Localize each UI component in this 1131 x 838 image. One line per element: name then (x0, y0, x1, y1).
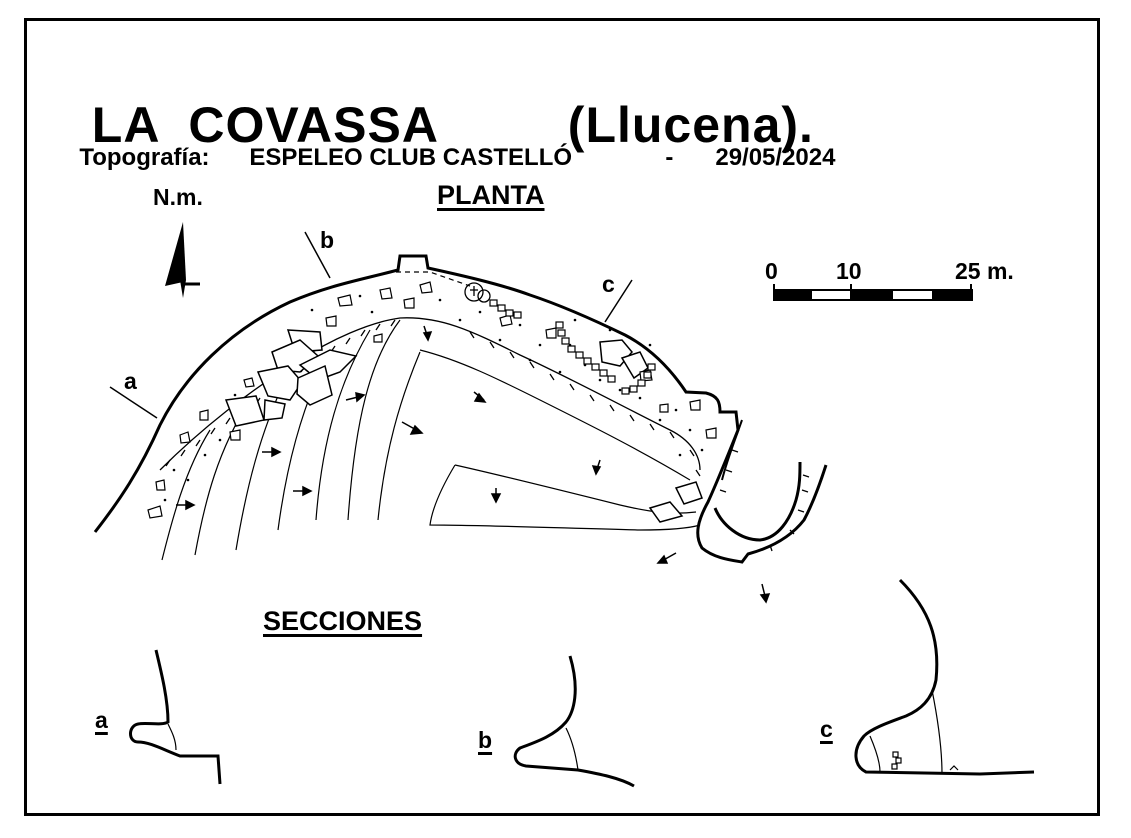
boulders (224, 329, 703, 523)
plan-heading: PLANTA (437, 180, 545, 210)
survey-date: 29/05/2024 (715, 144, 836, 171)
cave-title: LA COVASSA (62, 38, 439, 154)
section-b-profile (513, 655, 635, 788)
plan-marker-a: a (124, 368, 137, 394)
section-c-profile (854, 578, 1035, 776)
north-arrow-icon (165, 222, 200, 298)
plan-marker-c: c (602, 271, 615, 297)
north-label: N.m. (153, 184, 203, 210)
scale-label-0: 0 (765, 258, 778, 284)
slope-arrows (176, 325, 771, 604)
scale-bar (773, 284, 973, 301)
stone-walls (489, 299, 656, 395)
survey-credit: Topografía: (66, 116, 210, 172)
credit-separator: - (665, 144, 674, 171)
section-label-b: b (478, 727, 493, 753)
section-label-a: a (95, 707, 108, 733)
club-name: ESPELEO CLUB CASTELLÓ (249, 144, 573, 171)
section-cut-lines (109, 231, 633, 419)
scale-label-25: 25 m. (955, 258, 1014, 284)
cave-location: (Llucena). (567, 97, 814, 153)
sediment-dots (163, 294, 704, 502)
plan-marker-b: b (320, 227, 335, 253)
topografia-label: Topografía: (79, 144, 210, 171)
rubble-fill (147, 281, 717, 519)
section-a-profile (129, 649, 222, 785)
sections-heading: SECCIONES (263, 606, 423, 636)
cave-name: LA COVASSA (91, 97, 439, 153)
entrance-feature-icon (464, 282, 491, 303)
scale-label-10: 10 (836, 258, 862, 284)
map-frame (24, 18, 1100, 816)
section-label-c: c (820, 716, 833, 742)
cave-plan-outline (93, 254, 828, 564)
